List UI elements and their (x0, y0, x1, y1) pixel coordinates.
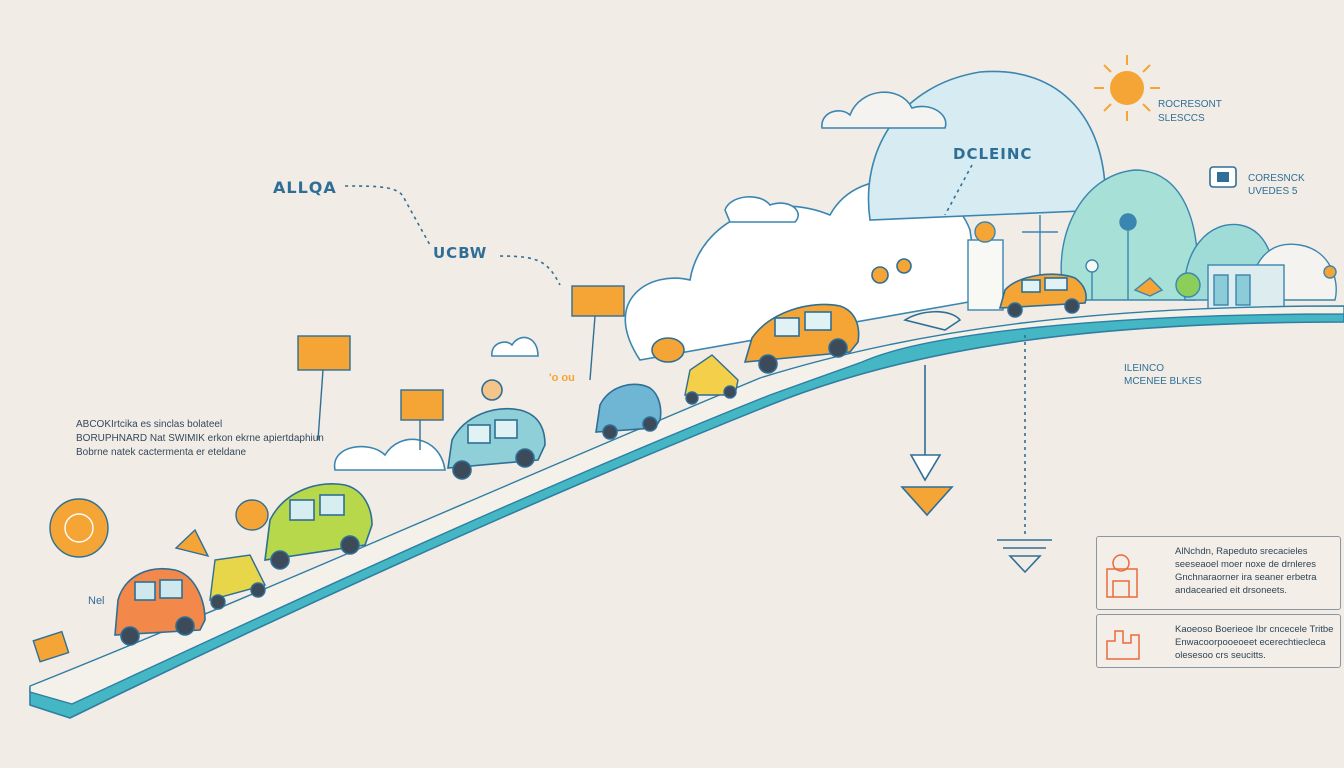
people-icon (1106, 554, 1138, 598)
dotted-leaders (344, 164, 1026, 535)
right-mid-note: ILEINCO MCENEE BLKES (1124, 363, 1202, 387)
scooter-yellow (209, 499, 269, 610)
car-green (264, 483, 373, 570)
info-card-1: AlNchdn, Rapeduto srecacieles seeseaoel … (1096, 536, 1341, 610)
box-icon (1209, 166, 1237, 188)
info-card-1-text: AlNchdn, Rapeduto srecacieles seeseaoel … (1175, 546, 1317, 596)
label-middle: UCBW (433, 244, 488, 262)
road (29, 305, 1344, 719)
road-signs (32, 285, 625, 663)
car-teal (447, 379, 546, 480)
car-far (871, 258, 1087, 331)
left-paragraph: ABCOKIrtcika es sinclas bolateel BORUPHN… (76, 419, 324, 458)
car-blue (595, 337, 685, 440)
small-road-label: 'o ou (549, 372, 575, 384)
car-orange-mid (743, 303, 860, 374)
tiny-left-label: Nel (88, 595, 105, 607)
background-clouds (333, 70, 1107, 471)
sun-note: ROCRESONT SLESCCS (1158, 99, 1222, 124)
town-buildings (967, 213, 1337, 311)
sun-icon (1094, 55, 1160, 121)
label-cloud-title: DCLEINC (953, 145, 1033, 163)
scooter-small (684, 354, 739, 405)
label-top-left: ALLQA (273, 178, 337, 197)
city-icon (1106, 630, 1140, 660)
info-card-2: Kaoeoso Boerieoe Ibr cncecele Tritbe Enw… (1096, 614, 1341, 668)
car-orange-front (114, 568, 206, 646)
down-arrow-icons (900, 365, 1052, 574)
info-card-2-text: Kaoeoso Boerieoe Ibr cncecele Tritbe Enw… (1175, 624, 1334, 661)
top-right-note: CORESNCK UVEDES 5 (1248, 173, 1305, 197)
